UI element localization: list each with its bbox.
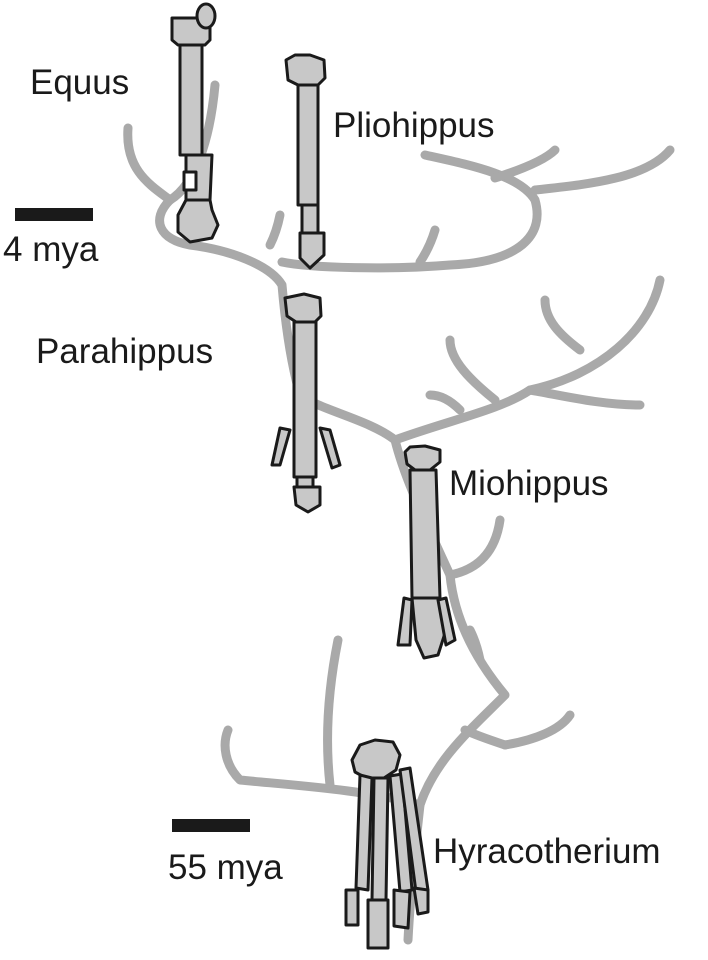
hyracotherium-twig-left xyxy=(323,635,343,790)
main-trunk xyxy=(155,195,510,945)
hyracotherium-twig-right xyxy=(500,710,575,750)
parahippus-twig-d xyxy=(425,390,465,415)
pliohippus-twig-2 xyxy=(530,145,675,195)
hyracotherium-twig-mid xyxy=(460,725,510,750)
miohippus-twig-2 xyxy=(465,625,485,665)
pliohippus-twig-1 xyxy=(490,145,560,183)
pliohippus-limb xyxy=(284,53,327,270)
label-miohippus: Miohippus xyxy=(449,464,609,503)
phylogenetic-tree xyxy=(123,80,675,945)
parahippus-twig-b xyxy=(540,295,585,355)
label-parahippus: Parahippus xyxy=(36,332,214,371)
label-equus: Equus xyxy=(30,63,130,102)
scale-bar-top xyxy=(15,208,93,221)
scale-label-top: 4 mya xyxy=(3,230,99,269)
pliohippus-twig-3 xyxy=(415,225,440,267)
label-pliohippus: Pliohippus xyxy=(333,106,495,145)
hyracotherium-limb xyxy=(344,738,430,950)
equus-branch xyxy=(123,123,175,205)
miohippus-twig-1 xyxy=(445,515,505,580)
parahippus-twig-a xyxy=(525,385,645,410)
label-hyracotherium: Hyracotherium xyxy=(433,832,661,871)
equus-limb xyxy=(170,2,220,244)
parahippus-twig-c xyxy=(445,335,500,405)
scale-label-bottom: 55 mya xyxy=(168,848,283,887)
pliohippus-branch xyxy=(277,150,542,273)
miohippus-limb xyxy=(396,444,457,660)
parahippus-branch-right xyxy=(390,275,665,445)
pliohippus-twig-4 xyxy=(265,210,285,250)
parahippus-limb xyxy=(270,292,342,514)
scale-bar-bottom xyxy=(172,819,250,832)
